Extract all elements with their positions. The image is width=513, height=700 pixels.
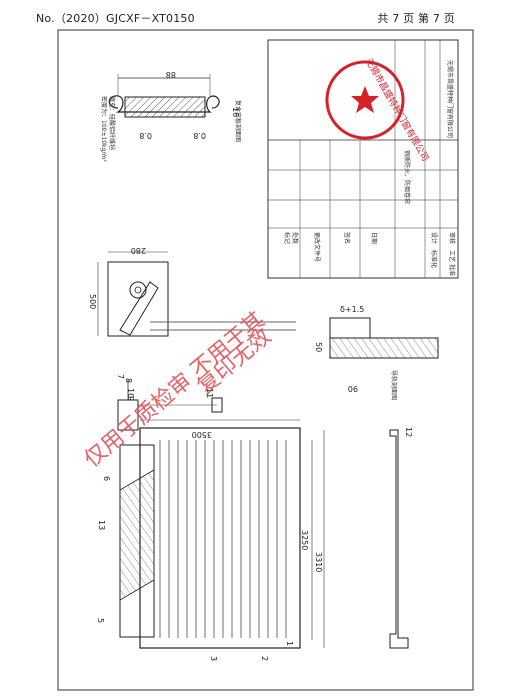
box-height-label: 500 — [88, 294, 97, 309]
profile-thickness-b: 0.8 — [193, 131, 206, 140]
callout-12: 12 — [404, 427, 413, 437]
title-block-row-7: 标准化 — [430, 250, 438, 268]
profile-note-2: 密度为：100±10kg/m³ — [100, 96, 108, 162]
company-stamp: 无锡市昌盛特种门窗有限公司 — [325, 56, 432, 163]
profile-height-label: 16 — [231, 107, 240, 117]
title-block-row-1: 标记 — [283, 232, 291, 244]
title-block-row-8: 审核 — [448, 232, 456, 244]
guide-section: 50 90 δ+1.5 导轨剖面图 — [314, 305, 439, 400]
stamp-text: 无锡市昌盛特种门窗有限公司 — [363, 56, 432, 163]
box-outline — [107, 261, 169, 337]
document-number: No.（2020）GJCXF－XT0150 — [36, 12, 195, 25]
profile-section: 88 16 0.8 0.8 复合帘板剖面图 填充：硅酸铝纤维毡 密度为：100±… — [100, 70, 242, 162]
motor-area — [119, 469, 155, 601]
title-block-row-4: 签名 — [343, 232, 351, 244]
title-block-row-6: 设计 — [430, 232, 438, 244]
box-side-view: 500 280 — [88, 246, 296, 337]
profile-title: 复合帘板剖面图 — [234, 100, 242, 142]
shutter-frame — [139, 427, 301, 649]
inner-height-label: 3250 — [300, 530, 309, 550]
callout-13: 13 — [97, 520, 106, 530]
stamp-ring — [325, 60, 405, 140]
callout-7: 7 — [116, 374, 125, 379]
title-block-row-9: 工艺 — [448, 250, 456, 262]
title-block-row-5: 日期 — [370, 232, 378, 244]
callout-6: 6 — [102, 476, 111, 481]
stamp-star-icon — [351, 86, 379, 113]
outer-height-label: 3310 — [314, 552, 323, 572]
company-name: 无锡市昌盛特种门窗有限公司 — [446, 60, 454, 138]
title-block-row-10: 批准 — [448, 264, 456, 276]
guide-title: 导轨剖面图 — [390, 370, 398, 400]
box-bracket — [119, 281, 159, 336]
callout-1: 1 — [285, 641, 294, 646]
profile-fill — [124, 96, 206, 118]
callout-10: 10 — [126, 388, 135, 398]
callout-2: 2 — [260, 656, 269, 661]
callout-9: 9 — [126, 396, 135, 401]
shutter-elevation: 3500 3250 3310 — [117, 380, 325, 649]
guide-rail-profile — [389, 429, 409, 649]
page-indicator: 共 7 页 第 7 页 — [377, 12, 455, 25]
profile-width-label: 88 — [166, 70, 176, 79]
box-width-label: 280 — [131, 246, 146, 255]
guide-wall — [329, 337, 439, 359]
title-block-row-2: 处数 — [291, 232, 299, 244]
width-dimension-label: 3500 — [192, 430, 212, 439]
profile-note-1: 填充：硅酸铝纤维毡 — [108, 96, 116, 150]
product-name: 钢质防火、防烟卷帘 — [403, 150, 411, 204]
drawing-frame — [57, 29, 474, 691]
guide-gap-label: δ+1.5 — [340, 305, 364, 314]
profile-thickness-a: 0.8 — [139, 131, 152, 140]
title-block: 钢质防火、防烟卷帘 无锡市昌盛特种门窗有限公司 标记 处数 更改文件号 签名 日… — [267, 39, 459, 279]
guide-width-label: 90 — [348, 384, 358, 393]
callouts: 1 2 3 5 6 7 8 9 10 11 12 13 — [96, 374, 413, 661]
guide-depth-label: 50 — [314, 342, 323, 352]
guide-channel — [329, 317, 371, 339]
callout-8: 8 — [124, 378, 133, 383]
callout-5: 5 — [96, 618, 105, 623]
title-block-row-3: 更改文件号 — [313, 232, 321, 262]
shutter-slats — [159, 440, 287, 638]
callout-11: 11 — [205, 388, 214, 398]
callout-3: 3 — [209, 656, 218, 661]
